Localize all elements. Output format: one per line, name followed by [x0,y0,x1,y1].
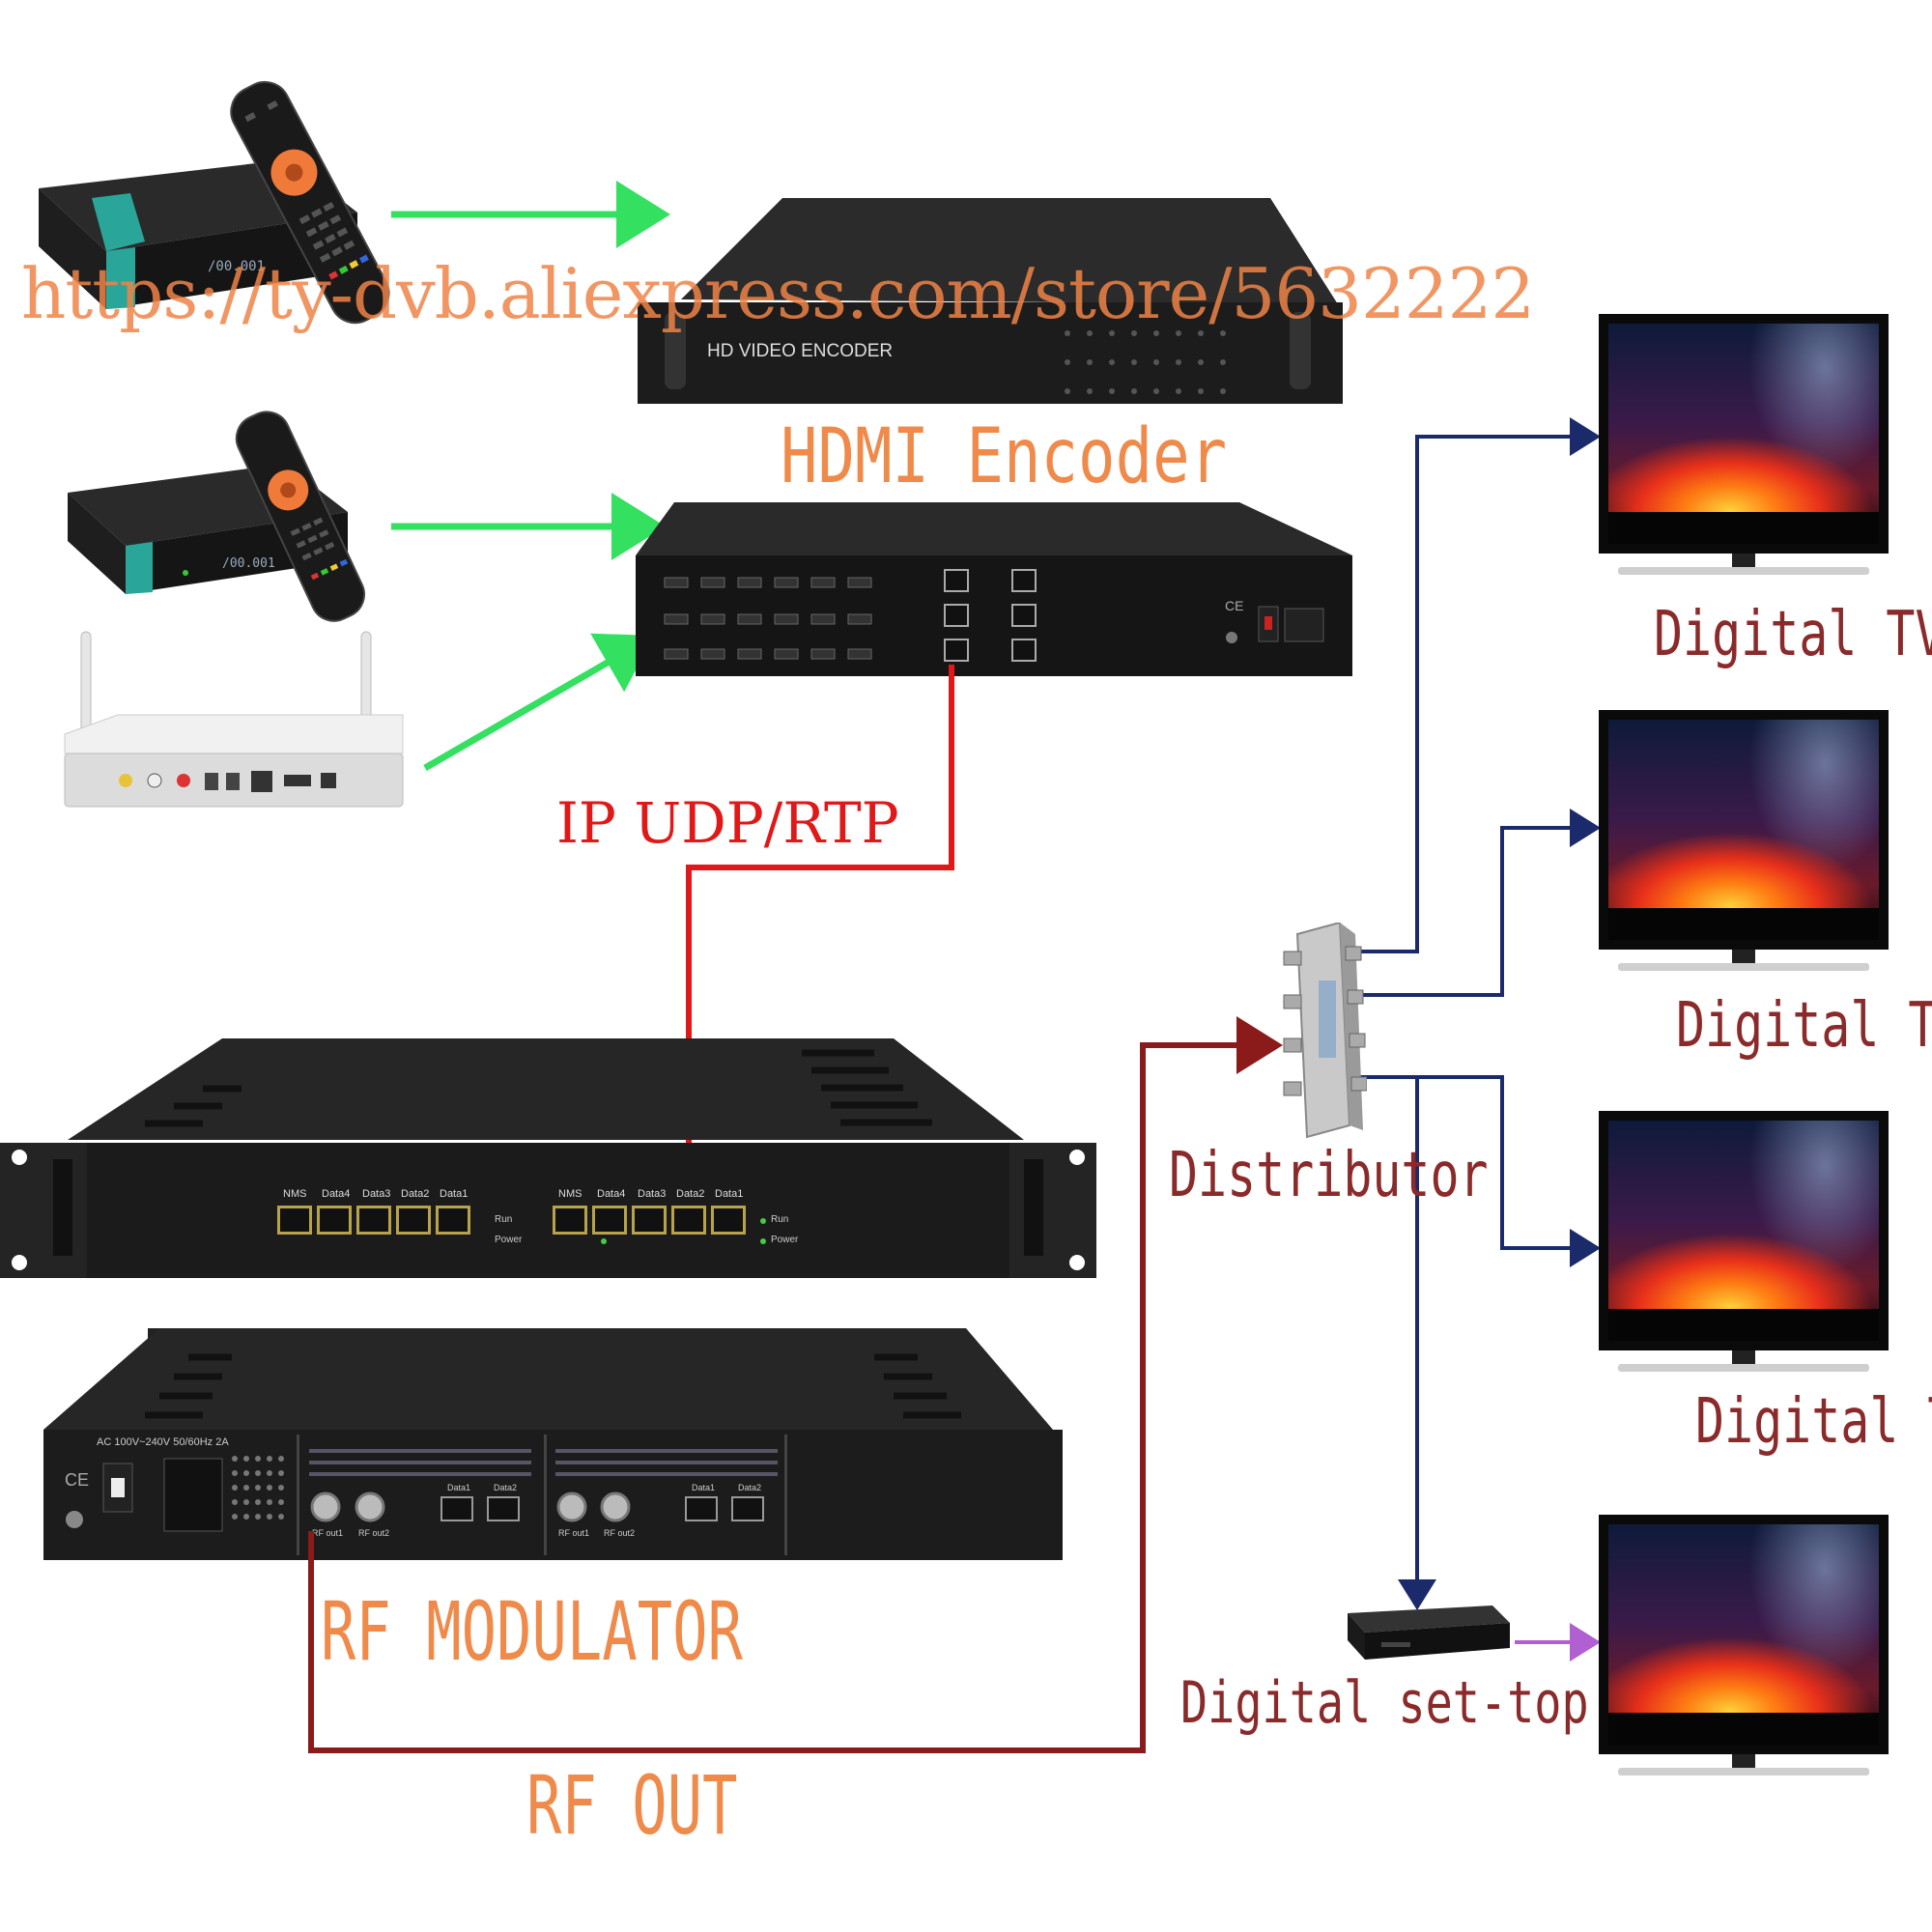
arrow-to-tv3 [1352,1075,1601,1267]
gateway-port-data3 [632,1206,667,1235]
hdmi-encoder-front: HD VIDEO ENCODER [638,198,1343,406]
encoder-rear-chassis-icon: CE [636,502,1352,676]
modulator-power-label: AC 100V~240V 50/60Hz 2A [97,1436,229,1448]
tv-picture-horizon [1608,908,1879,940]
card2-rf-out1-label: RF out1 [558,1528,590,1538]
digital-tv-2 [1599,710,1889,971]
store-watermark: https://ty-dvb.aliexpress.com/store/5632… [21,253,1535,334]
tv-base [1618,963,1869,971]
gateway-port-data4 [317,1206,352,1235]
svg-text:/00.001: /00.001 [222,556,275,571]
tv-neck [1732,554,1755,567]
gateway-port-data1 [436,1206,470,1235]
gateway-port-data1 [711,1206,746,1235]
tv-picture [1608,720,1879,940]
card2-data1-label: Data1 [692,1483,716,1492]
gateway-port-label: Data4 [597,1188,626,1200]
ip-gateway-device: NMS Data4 Data3 Data2 Data1 Run Power NM… [0,1038,1096,1285]
gateway-port-label: NMS [558,1188,582,1200]
status-power-label: Power [495,1235,523,1245]
gateway-port-label: Data1 [440,1188,469,1200]
tv-base [1618,1768,1869,1776]
gateway-port-label: Data3 [638,1188,667,1200]
svg-text:/00.001: /00.001 [208,259,265,274]
tv-picture [1608,1524,1879,1745]
android-tv-box [60,628,408,816]
rf-out-label: RF OUT [526,1758,738,1853]
gateway-port-label: NMS [283,1188,307,1200]
arrow-to-tv1 [1333,417,1601,953]
card1-data1-label: Data1 [447,1483,471,1492]
rf-modulator-label: RF MODULATOR [321,1584,743,1679]
gateway-port-label: Data2 [401,1188,430,1200]
router-icon [64,631,404,808]
digital-tv-3-label: Digital TV [1695,1386,1932,1458]
status-run-label: Run [771,1214,789,1225]
encoder-front-label: HD VIDEO ENCODER [707,341,894,361]
rf-out-line [308,1016,1283,1753]
hdmi-encoder-label: HDMI Encoder [781,413,1228,500]
gateway-port-nms [553,1206,587,1235]
card2-rf-out2-label: RF out2 [604,1528,636,1538]
digital-set-top-box [1338,1604,1512,1662]
status-run-label: Run [495,1214,513,1225]
gateway-chassis-icon [0,1038,1096,1278]
gateway-port-label: Data3 [362,1188,391,1200]
svg-text:CE: CE [1225,598,1243,613]
gateway-port-label: Data4 [322,1188,351,1200]
hdmi-encoder-rear: CE [636,502,1352,676]
set-top-box-icon [1348,1605,1510,1660]
tv-base [1618,567,1869,575]
remote-control-1 [217,68,401,338]
gateway-port-data2 [396,1206,431,1235]
tv-picture [1608,1121,1879,1341]
digital-tv-4 [1599,1515,1889,1776]
ip-udp-rtp-label: IP UDP/RTP [556,790,899,856]
ip-connection-line [660,665,954,1191]
card2-data2-label: Data2 [738,1483,762,1492]
splitter-icon [1283,921,1368,1139]
svg-text:CE: CE [65,1470,89,1490]
arrow-to-stb [1352,1075,1436,1610]
arrow-box-to-encoder [423,633,655,772]
rf-modulator-device: CE AC 100V~240V 50/60Hz 2A RF out1 RF ou… [43,1328,1067,1565]
tv-picture [1608,324,1879,544]
gateway-port-nms [277,1206,312,1235]
tv-picture-horizon [1608,1309,1879,1341]
gateway-port-label: Data2 [676,1188,705,1200]
digital-tv-3 [1599,1111,1889,1372]
tv-base [1618,1364,1869,1372]
encoder-chassis-icon [638,198,1343,404]
gateway-port-data4 [592,1206,627,1235]
status-power-label: Power [771,1235,799,1245]
gateway-port-label: Data1 [715,1188,744,1200]
remote-icon [235,411,365,622]
tv-neck [1732,1350,1755,1364]
distributor-label: Distributor [1169,1140,1489,1211]
card1-rf-out2-label: RF out2 [358,1528,390,1538]
distributor-splitter [1280,921,1368,1140]
tv-picture-horizon [1608,1713,1879,1745]
gateway-port-data2 [671,1206,706,1235]
tv-neck [1732,1754,1755,1768]
gateway-port-data3 [356,1206,391,1235]
digital-tv-1 [1599,314,1889,575]
tv-neck [1732,950,1755,963]
remote-icon [230,80,390,325]
modulator-chassis-icon: CE [43,1328,1063,1560]
remote-control-2 [217,401,382,633]
digital-tv-1-label: Digital TV [1654,599,1932,670]
card1-data2-label: Data2 [494,1483,518,1492]
arrow-to-tv2 [1343,809,1601,997]
tv-picture-horizon [1608,512,1879,544]
digital-tv-2-label: Digital TV [1676,990,1932,1062]
card1-rf-out1-label: RF out1 [312,1528,344,1538]
